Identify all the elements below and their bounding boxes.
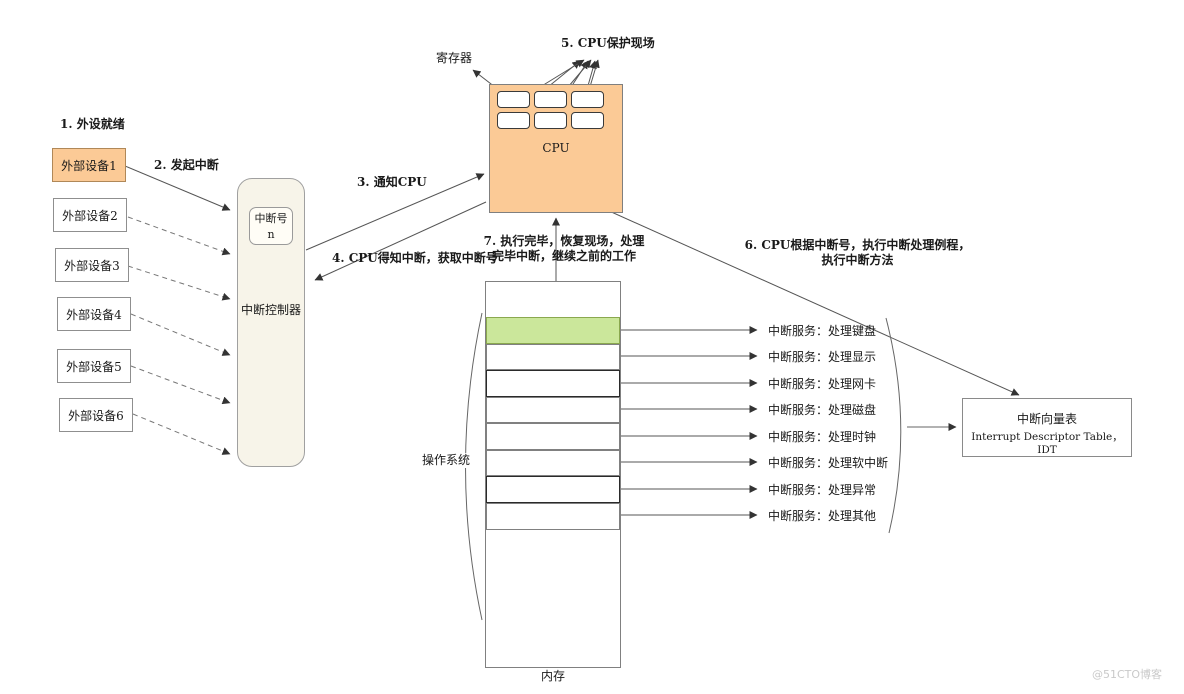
cpu-register-4 <box>497 112 530 129</box>
cpu-register-1 <box>497 91 530 108</box>
interrupt-number-title: 中断号 <box>254 212 288 225</box>
step-6-line2: 执行中断方法 <box>821 253 894 267</box>
cpu-box: CPU <box>489 84 623 213</box>
step-7-line2: 完毕中断，继续之前的工作 <box>491 249 636 263</box>
memory-row-4 <box>486 397 620 423</box>
register-pointer-label: 寄存器 <box>436 51 473 65</box>
service-label-softirq: 中断服务：处理软中断 <box>768 456 889 470</box>
idt-subtitle: Interrupt Descriptor Table，IDT <box>971 431 1123 456</box>
watermark: @51CTO博客 <box>1092 668 1163 681</box>
cpu-register-5 <box>534 112 567 129</box>
service-label-other: 中断服务：处理其他 <box>768 509 877 523</box>
step-7-label: 7. 执行完毕，恢复现场，处理 完毕中断，继续之前的工作 <box>483 234 645 264</box>
interrupt-number-value: n <box>267 227 275 241</box>
os-label: 操作系统 <box>422 453 471 468</box>
memory-row-8 <box>486 503 620 530</box>
step-6-label: 6. CPU根据中断号，执行中断处理例程， 执行中断方法 <box>710 238 1005 268</box>
device-box-4: 外部设备4 <box>57 297 131 331</box>
memory-row-6 <box>486 450 620 476</box>
step-1-label: 1. 外设就绪 <box>60 117 125 131</box>
device-label-6: 外部设备6 <box>68 408 124 423</box>
device-box-6: 外部设备6 <box>59 398 133 432</box>
device-box-5: 外部设备5 <box>57 349 131 383</box>
step-7-line1: 7. 执行完毕，恢复现场，处理 <box>483 234 645 248</box>
cpu-register-3 <box>571 91 604 108</box>
service-label-display: 中断服务：处理显示 <box>768 350 877 364</box>
memory-row-highlighted <box>486 317 620 344</box>
memory-row-2 <box>486 344 620 370</box>
memory-row-3 <box>486 370 620 397</box>
step-4-label: 4. CPU得知中断，获取中断号 <box>332 251 498 265</box>
device-to-controller-arrows <box>124 165 231 455</box>
interrupt-number-box: 中断号 n <box>249 207 293 245</box>
device-box-2: 外部设备2 <box>53 198 127 232</box>
step-5-label: 5. CPU保护现场 <box>561 36 655 50</box>
service-label-clock: 中断服务：处理时钟 <box>768 430 877 444</box>
service-label-disk: 中断服务：处理磁盘 <box>768 403 877 417</box>
service-arrows <box>609 326 758 519</box>
step-2-label: 2. 发起中断 <box>154 158 219 172</box>
device-label-2: 外部设备2 <box>62 208 118 223</box>
service-label-exception: 中断服务：处理异常 <box>768 483 877 497</box>
device-label-1: 外部设备1 <box>61 158 117 173</box>
device-box-1: 外部设备1 <box>52 148 126 182</box>
memory-row-5 <box>486 423 620 450</box>
interrupt-controller-label: 中断控制器 <box>240 303 301 317</box>
device-label-5: 外部设备5 <box>66 359 122 374</box>
service-label-network: 中断服务：处理网卡 <box>768 377 877 391</box>
interrupt-controller-box: 中断号 n 中断控制器 <box>237 178 305 467</box>
device-box-3: 外部设备3 <box>55 248 129 282</box>
idt-box: 中断向量表 Interrupt Descriptor Table，IDT <box>962 398 1132 457</box>
memory-row-7 <box>486 476 620 503</box>
device-label-4: 外部设备4 <box>66 307 122 322</box>
device-label-3: 外部设备3 <box>64 258 120 273</box>
service-label-keyboard: 中断服务：处理键盘 <box>768 324 877 338</box>
memory-box <box>485 281 621 668</box>
services-brace <box>885 317 957 534</box>
step-6-line1: 6. CPU根据中断号，执行中断处理例程， <box>744 238 971 252</box>
cpu-register-2 <box>534 91 567 108</box>
cpu-label: CPU <box>542 141 570 155</box>
idt-title: 中断向量表 <box>1016 412 1077 426</box>
cpu-register-6 <box>571 112 604 129</box>
step-3-label: 3. 通知CPU <box>357 175 427 189</box>
memory-label: 内存 <box>540 669 565 683</box>
